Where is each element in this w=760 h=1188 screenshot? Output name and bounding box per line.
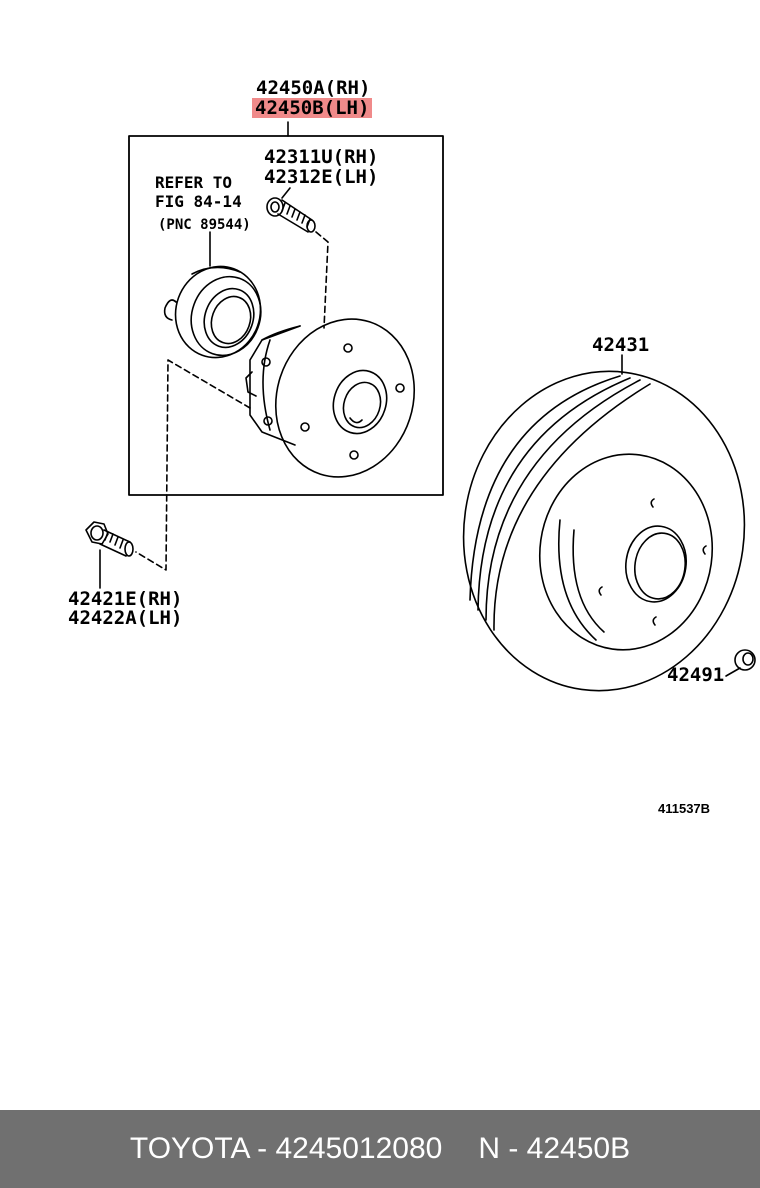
label-refer-line2: FIG 84-14 bbox=[155, 192, 242, 211]
label-assembly-lh: 42450B(LH) bbox=[252, 98, 373, 118]
label-plug: 42491 bbox=[667, 664, 725, 686]
brake-disc bbox=[462, 370, 746, 692]
hub-bolt-dashed-guide bbox=[135, 359, 251, 571]
label-refer-pnc: (PNC 89544) bbox=[158, 217, 251, 233]
footer-ref: N - 42450B bbox=[478, 1132, 631, 1165]
label-refer-line1: REFER TO bbox=[155, 173, 233, 192]
parts-diagram bbox=[85, 121, 756, 692]
label-bolt-rh: 42311U(RH) bbox=[264, 146, 379, 168]
footer-brand-part: TOYOTA - 4245012080 bbox=[129, 1132, 443, 1165]
label-hub-bolt-rh: 42421E(RH) bbox=[68, 588, 183, 610]
hub-flange bbox=[245, 318, 416, 478]
assembly-box bbox=[128, 135, 444, 496]
figure-code: 411537B bbox=[658, 801, 711, 816]
hub-stud-bolt bbox=[266, 197, 316, 233]
hub-mount-bolt bbox=[85, 521, 134, 557]
stud-dashed-guide bbox=[315, 231, 329, 329]
stud-leader bbox=[281, 187, 291, 199]
label-bolt-lh: 42312E(LH) bbox=[264, 166, 379, 188]
label-hub-bolt-lh: 42422A(LH) bbox=[68, 607, 183, 629]
footer-bar: TOYOTA - 4245012080 N - 42450B bbox=[0, 1110, 760, 1188]
bearing-ring bbox=[163, 265, 262, 359]
label-disc: 42431 bbox=[592, 334, 650, 356]
plug-leader bbox=[725, 667, 741, 677]
label-assembly-rh: 42450A(RH) bbox=[256, 77, 371, 99]
hole-plug bbox=[734, 649, 756, 671]
